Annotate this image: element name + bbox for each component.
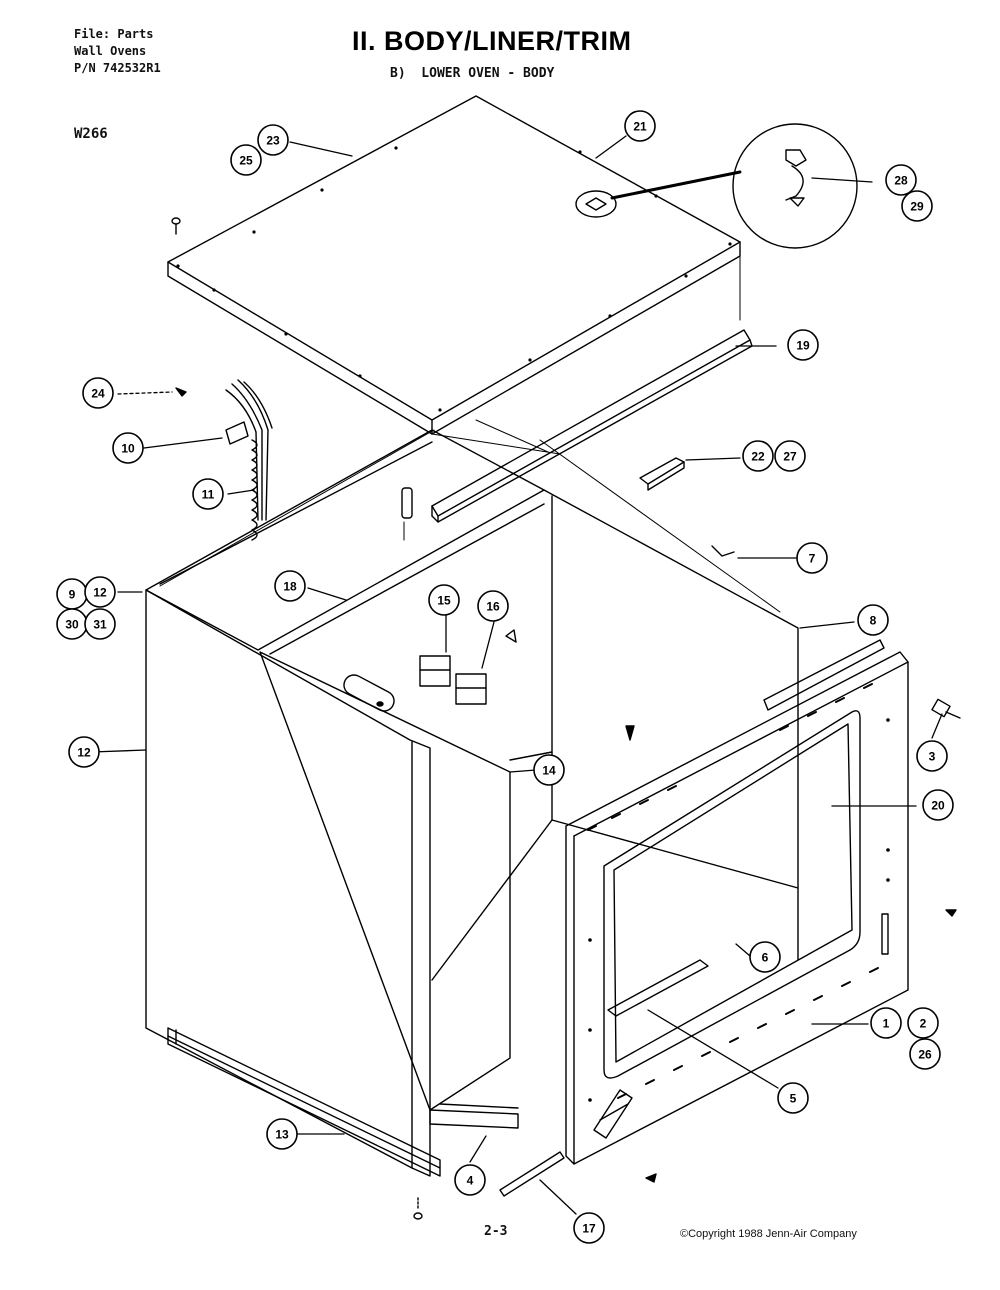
bracket-4: [429, 1103, 519, 1129]
callout-circle-26: [909, 1038, 941, 1070]
screw-24: [175, 387, 187, 397]
callout-circle-10: [112, 432, 144, 464]
callout-label-14: 14: [542, 764, 556, 778]
callout-label-17: 17: [582, 1222, 596, 1236]
callout-label-24: 24: [91, 387, 105, 401]
callout-circle-23: [257, 124, 289, 156]
bottom-rail-13: [167, 1027, 441, 1177]
callout-label-10: 10: [121, 442, 135, 456]
callout-label-26: 26: [918, 1048, 932, 1062]
callout-circle-2: [907, 1007, 939, 1039]
page-title: II. BODY/LINER/TRIM: [352, 26, 632, 56]
callout-circle-1: [870, 1007, 902, 1039]
callout-label-1: 1: [883, 1017, 890, 1031]
callout-label-19: 19: [796, 339, 810, 353]
bracket-7: [711, 545, 735, 557]
callout-label-25: 25: [239, 154, 253, 168]
callout-label-27: 27: [783, 450, 797, 464]
callout-circle-16: [477, 590, 509, 622]
wiring-harness: [225, 379, 273, 541]
callout-circle-3: [916, 740, 948, 772]
callout-label-5: 5: [790, 1092, 797, 1106]
callout-label-9: 9: [69, 588, 76, 602]
loose-screws: [413, 698, 961, 1220]
callout-label-2: 2: [920, 1017, 927, 1031]
part-number-line: P/N 742532R1: [74, 61, 161, 75]
callout-label-18: 18: [283, 580, 297, 594]
callout-label-7: 7: [809, 552, 816, 566]
callout-circle-29: [901, 190, 933, 222]
callout-circle-22: [742, 440, 774, 472]
bracket-5: [607, 959, 709, 1017]
callout-circle-27: [774, 440, 806, 472]
model-number: W266: [74, 126, 108, 142]
callout-label-11: 11: [202, 488, 215, 502]
callout-label-23: 23: [266, 134, 280, 148]
callout-circle-20: [922, 789, 954, 821]
trim-strip-17: [499, 1151, 565, 1197]
callout-label-3: 3: [929, 750, 936, 764]
channel-bracket-19: [431, 329, 753, 523]
callout-circle-7: [796, 542, 828, 574]
bracket-22-27: [639, 457, 685, 491]
callout-label-13: 13: [275, 1128, 289, 1142]
callout-circle-13: [266, 1118, 298, 1150]
callout-circle-8: [857, 604, 889, 636]
callout-circle-21: [624, 110, 656, 142]
page-subtitle: B) LOWER OVEN - BODY: [390, 66, 555, 81]
callout-circle-5: [777, 1082, 809, 1114]
callout-circle-11: [192, 478, 224, 510]
callout-circle-12: [84, 576, 116, 608]
file-line: File: Parts: [74, 27, 154, 41]
callout-label-22: 22: [751, 450, 765, 464]
callout-label-16: 16: [486, 600, 500, 614]
callout-label-30: 30: [65, 618, 79, 632]
callout-circle-6: [749, 941, 781, 973]
callout-circle-4: [454, 1164, 486, 1196]
callout-circle-18: [274, 570, 306, 602]
callout-label-6: 6: [762, 951, 769, 965]
callout-label-15: 15: [437, 594, 451, 608]
callout-circle-24: [82, 377, 114, 409]
page-number: 2-3: [484, 1224, 508, 1239]
callout-circle-25: [230, 144, 262, 176]
leader-lines: [91, 135, 943, 1215]
detail-magnifier: [610, 123, 858, 249]
callout-label-28: 28: [894, 174, 908, 188]
callout-label-4: 4: [467, 1174, 474, 1188]
callout-label-31: 31: [93, 618, 107, 632]
callout-circle-14: [533, 754, 565, 786]
category-line: Wall Ovens: [74, 44, 147, 58]
callout-label-12: 12: [77, 746, 91, 760]
callout-circle-17: [573, 1212, 605, 1244]
callout-label-8: 8: [870, 614, 877, 628]
small-bracket: [401, 487, 635, 741]
file-info: File: Parts Wall Ovens P/N 742532R1: [74, 26, 161, 77]
callout-label-29: 29: [910, 200, 924, 214]
callout-label-12: 12: [93, 586, 107, 600]
clip-15-16: [419, 655, 487, 705]
callout-circle-15: [428, 584, 460, 616]
callout-circle-19: [787, 329, 819, 361]
alignment-lines: [159, 255, 781, 613]
callout-circle-28: [885, 164, 917, 196]
front-frame: [565, 639, 909, 1165]
callout-label-21: 21: [633, 120, 647, 134]
panel-screw: [171, 217, 181, 235]
callout-circle-31: [84, 608, 116, 640]
copyright-notice: ©Copyright 1988 Jenn-Air Company: [680, 1228, 857, 1240]
cabinet-body: [145, 429, 799, 1177]
callout-label-20: 20: [931, 799, 945, 813]
callout-circle-12: [68, 736, 100, 768]
